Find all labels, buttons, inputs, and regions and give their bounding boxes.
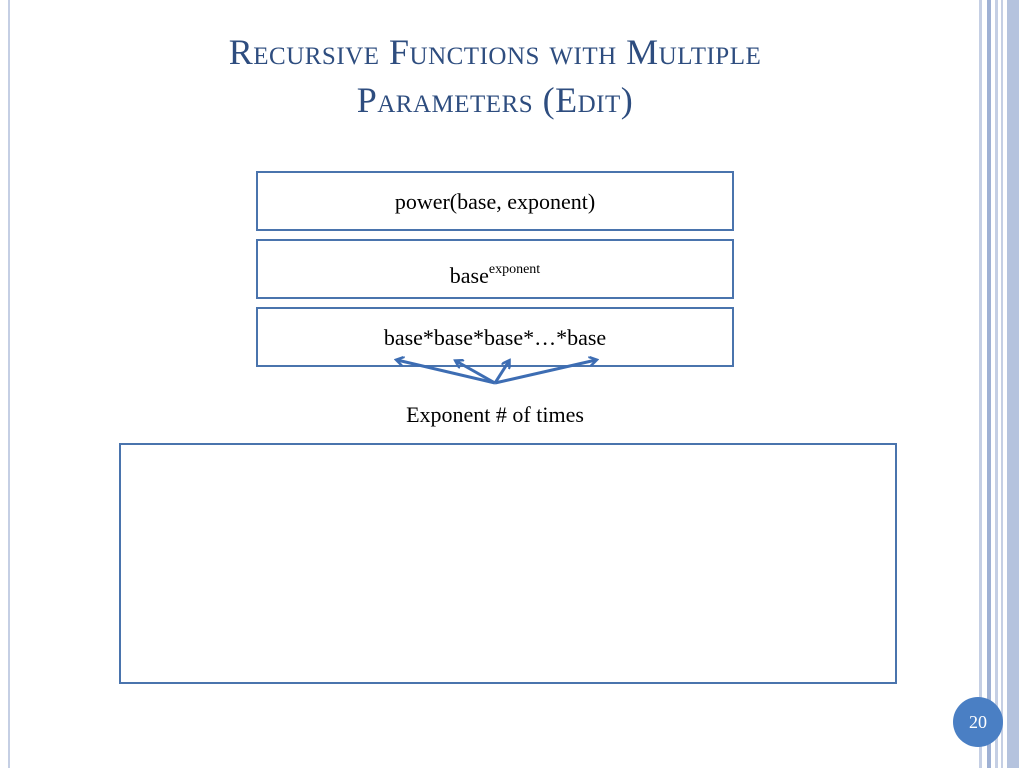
stripe xyxy=(987,0,991,768)
power-exponent-superscript: exponent xyxy=(488,262,541,277)
power-base-text: base xyxy=(449,263,489,288)
right-border-stripes xyxy=(976,0,1024,768)
page-number: 20 xyxy=(969,712,987,732)
signature-box: power(base, exponent) xyxy=(256,171,734,231)
empty-edit-box xyxy=(119,443,897,684)
stripe xyxy=(1007,0,1019,768)
expansion-box: base*base*base*…*base xyxy=(256,307,734,367)
expansion-text: base*base*base*…*base xyxy=(383,325,607,350)
slide-title: Recursive Functions with Multiple Parame… xyxy=(80,28,910,124)
page-number-badge: 20 xyxy=(953,697,1003,747)
exponent-caption: Exponent # of times xyxy=(406,402,584,427)
left-border-line xyxy=(8,0,10,768)
stripe xyxy=(995,0,998,768)
slide-title-line-1: Recursive Functions with Multiple xyxy=(228,32,762,72)
stripe xyxy=(979,0,982,768)
stripe xyxy=(1001,0,1003,768)
power-notation-box: baseexponent xyxy=(256,239,734,299)
signature-text: power(base, exponent) xyxy=(394,189,596,214)
slide-title-line-2: Parameters (Edit) xyxy=(356,80,634,120)
